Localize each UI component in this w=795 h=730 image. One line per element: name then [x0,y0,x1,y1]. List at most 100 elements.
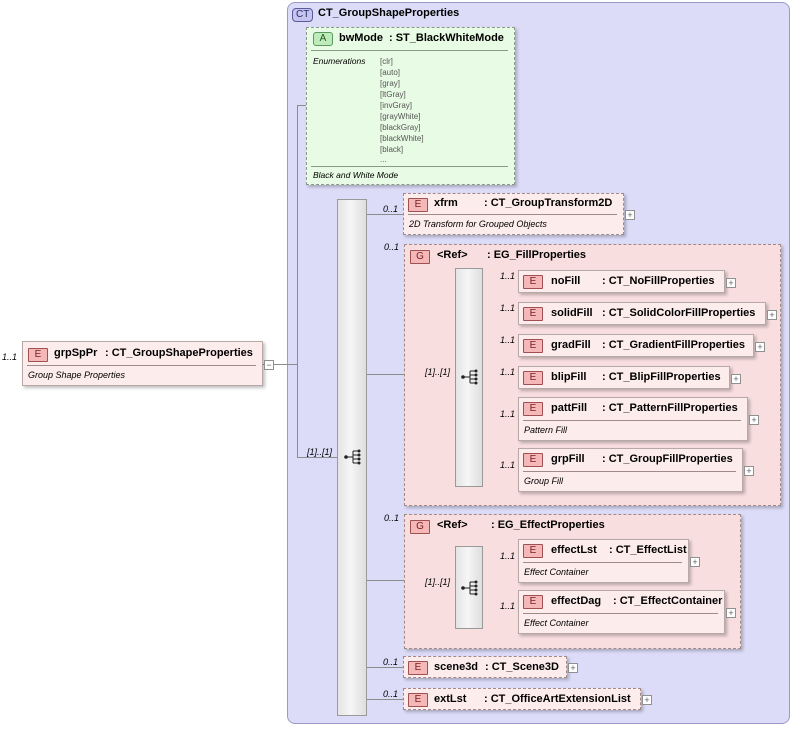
element-name: grpFill [551,453,585,465]
collapse-icon[interactable]: − [264,360,274,370]
scene3d-cardinality: 0..1 [383,657,399,667]
complex-type-badge: CT [292,8,314,22]
element-type: : CT_PatternFillProperties [602,402,738,414]
group-ref: <Ref> [437,249,468,261]
expand-icon[interactable]: + [642,695,652,705]
element-type: : CT_SolidColorFillProperties [602,307,756,319]
element-type: : CT_EffectContainer [613,595,723,607]
element-name: extLst [434,693,467,705]
expand-icon[interactable]: + [690,557,700,567]
connector-line [367,699,403,700]
element-badge: E [523,371,543,385]
element-effectDag[interactable]: E effectDag : CT_EffectContainer Effect … [518,590,725,634]
separator [523,613,718,614]
choice-icon [461,580,478,596]
element-badge: E [523,307,543,321]
element-type: : CT_Scene3D [485,661,559,673]
element-doc: Group Shape Properties [28,370,126,380]
element-doc: 2D Transform for Grouped Objects [409,219,547,229]
expand-icon[interactable]: + [767,310,777,320]
attribute-bwMode[interactable]: A bwMode : ST_BlackWhiteMode Enumeration… [306,27,515,185]
element-badge: E [28,348,48,362]
extLst-cardinality: 0..1 [383,689,399,699]
expand-icon[interactable]: + [744,466,754,476]
group-name: : EG_EffectProperties [491,519,605,531]
connector-line [367,214,403,215]
element-noFill[interactable]: E noFill : CT_NoFillProperties [518,270,725,293]
connector-line [263,364,297,365]
element-badge: E [408,661,428,675]
element-extLst[interactable]: E extLst : CT_OfficeArtExtensionList [403,688,641,710]
element-type: : CT_GroupTransform2D [484,197,613,209]
element-badge: E [408,198,428,212]
choice-icon [461,369,478,385]
expand-icon[interactable]: + [731,374,741,384]
enumerations-label: Enumerations [313,56,366,66]
element-type: : CT_GroupShapeProperties [105,347,253,359]
group-badge: G [410,250,430,264]
element-doc: Group Fill [524,476,564,486]
connector-line [297,105,307,106]
fill-choice-cardinality: [1]..[1] [425,367,451,377]
element-name: pattFill [551,402,588,414]
element-badge: E [523,544,543,558]
blipFill-cardinality: 1..1 [500,367,516,377]
separator [408,214,617,215]
expand-icon[interactable]: + [749,415,759,425]
element-name: effectDag [551,595,602,607]
element-xfrm[interactable]: E xfrm : CT_GroupTransform2D 2D Transfor… [403,193,624,235]
expand-icon[interactable]: + [726,278,736,288]
connector-line [367,580,405,581]
xfrm-cardinality: 0..1 [383,204,399,214]
separator [523,420,741,421]
enum-item: [blackGray] [380,123,421,132]
element-grpFill[interactable]: E grpFill : CT_GroupFillProperties Group… [518,448,743,492]
attribute-doc: Black and White Mode [313,170,399,180]
effectLst-cardinality: 1..1 [500,551,516,561]
element-effectLst[interactable]: E effectLst : CT_EffectList Effect Conta… [518,539,689,583]
element-pattFill[interactable]: E pattFill : CT_PatternFillProperties Pa… [518,397,748,441]
element-badge: E [523,595,543,609]
expand-icon[interactable]: + [726,608,736,618]
grpFill-cardinality: 1..1 [500,460,516,470]
element-type: : CT_OfficeArtExtensionList [484,693,631,705]
separator [523,471,736,472]
element-type: : CT_GradientFillProperties [602,339,746,351]
element-name: blipFill [551,371,587,383]
element-doc: Effect Container [524,618,589,628]
element-badge: E [523,402,543,416]
separator [311,166,508,167]
expand-icon[interactable]: + [625,210,635,220]
sequence-icon [344,449,361,465]
gradFill-cardinality: 1..1 [500,335,516,345]
enum-item: [black] [380,145,404,154]
fill-group-cardinality: 0..1 [384,242,400,252]
group-badge: G [410,520,430,534]
element-name: gradFill [551,339,591,351]
element-scene3d[interactable]: E scene3d : CT_Scene3D [403,656,567,678]
enum-item: [clr] [380,57,393,66]
element-name: noFill [551,275,581,287]
attribute-type: : ST_BlackWhiteMode [389,32,504,44]
enum-item: [blackWhite] [380,134,424,143]
expand-icon[interactable]: + [755,342,765,352]
solidFill-cardinality: 1..1 [500,303,516,313]
attribute-name: bwMode [339,32,383,44]
connector-line [297,457,337,458]
element-solidFill[interactable]: E solidFill : CT_SolidColorFillPropertie… [518,302,766,325]
connector-line [367,667,403,668]
effectDag-cardinality: 1..1 [500,601,516,611]
element-name: scene3d [434,661,479,673]
group-name: : EG_FillProperties [487,249,587,261]
element-name: solidFill [551,307,593,319]
enum-item: ... [380,155,387,164]
element-gradFill[interactable]: E gradFill : CT_GradientFillProperties [518,334,754,357]
element-type: : CT_GroupFillProperties [602,453,733,465]
expand-icon[interactable]: + [568,663,578,673]
element-grpSpPr[interactable]: E grpSpPr : CT_GroupShapeProperties Grou… [22,341,263,386]
element-blipFill[interactable]: E blipFill : CT_BlipFillProperties [518,366,730,389]
element-type: : CT_BlipFillProperties [602,371,721,383]
separator [523,562,682,563]
noFill-cardinality: 1..1 [500,271,516,281]
element-badge: E [523,275,543,289]
